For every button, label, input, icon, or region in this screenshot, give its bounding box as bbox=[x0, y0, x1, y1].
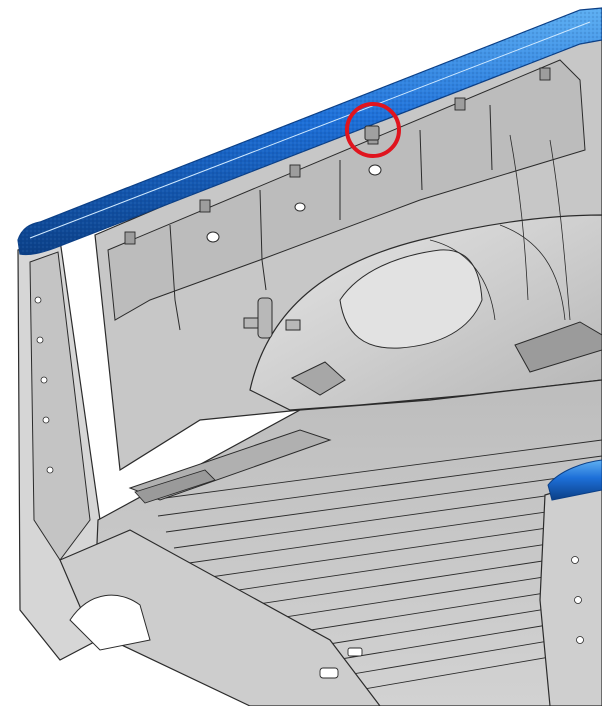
wheel-well-contour-lines bbox=[429, 134, 571, 321]
red-circle-marker-icon bbox=[345, 102, 401, 158]
inner-panel-upper-recess bbox=[107, 59, 586, 321]
wheel-well-top-face bbox=[339, 249, 483, 349]
floor-rib-line bbox=[189, 519, 602, 581]
bed-rail-texture bbox=[18, 8, 602, 255]
left-wall-pillar bbox=[29, 251, 91, 561]
cross-member-cutout bbox=[69, 594, 151, 651]
cross-member-holes bbox=[319, 647, 363, 679]
floor-rib-line bbox=[149, 439, 602, 501]
panel-ribs bbox=[169, 104, 493, 331]
floor-rib-line bbox=[197, 535, 602, 597]
left-wall-holes bbox=[34, 296, 54, 474]
floor-ribs bbox=[149, 439, 602, 706]
floor-rib-line bbox=[173, 487, 602, 549]
floor-rib-line bbox=[205, 551, 602, 613]
floor-rib-line bbox=[157, 455, 602, 517]
wheel-well-triangle-pad bbox=[290, 361, 346, 396]
floor-rib-line bbox=[165, 471, 602, 533]
highlighted-clip bbox=[364, 125, 380, 141]
side-bracket bbox=[243, 297, 301, 339]
rear-rail-plate bbox=[514, 321, 602, 373]
right-rear-post-cap bbox=[547, 459, 602, 501]
panel-tie-down-slots bbox=[206, 164, 382, 243]
right-post-holes bbox=[571, 556, 584, 644]
floor-rib-line bbox=[181, 503, 602, 565]
bed-rail-edge-line bbox=[29, 21, 591, 239]
floor-step-pad bbox=[134, 469, 216, 504]
right-rear-post bbox=[539, 477, 602, 706]
